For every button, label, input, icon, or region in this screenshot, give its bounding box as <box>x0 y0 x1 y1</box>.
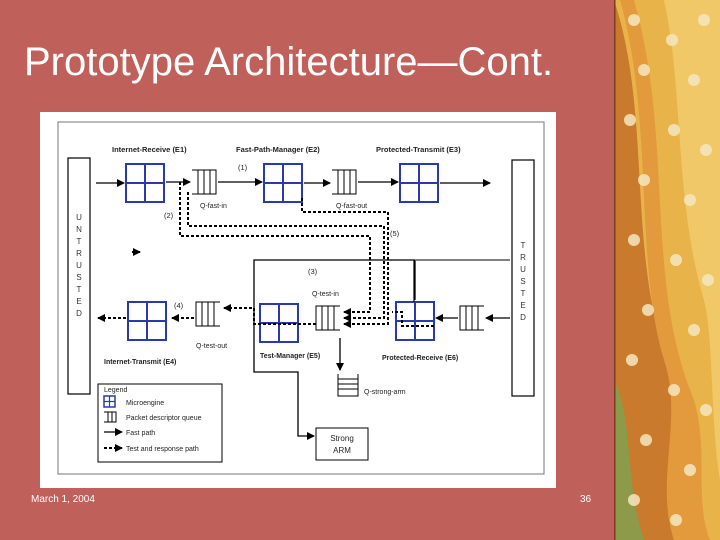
svg-text:T: T <box>77 285 82 294</box>
path-label-4: (4) <box>174 301 184 310</box>
queue-label-q-fast-in: Q-fast-in <box>200 203 227 210</box>
queue-label-q-fast-out: Q-fast-out <box>336 203 367 210</box>
svg-text:N: N <box>76 225 82 234</box>
svg-text:D: D <box>76 309 82 318</box>
engine-label-e5: Test-Manager (E5) <box>260 353 320 360</box>
legend-microengine-icon <box>103 395 116 408</box>
strong-arm-label-line2: ARM <box>333 446 351 455</box>
queue-label-q-test-out: Q-test-out <box>196 343 227 350</box>
svg-text:D: D <box>520 313 526 322</box>
svg-text:R: R <box>76 249 82 258</box>
svg-text:U: U <box>76 261 82 270</box>
svg-text:S: S <box>76 273 81 282</box>
engine-label-e6: Protected-Receive (E6) <box>382 355 458 362</box>
svg-text:R: R <box>520 253 526 262</box>
queue-q-e6-input <box>459 305 484 331</box>
queue-label-q-strong-arm: Q-strong-arm <box>364 389 406 396</box>
queue-q-test-in <box>315 305 340 331</box>
queue-q-test-out <box>195 301 220 327</box>
legend-item-fast-path: Fast path <box>126 430 155 437</box>
svg-text:T: T <box>521 241 526 250</box>
engine-label-e1: Internet-Receive (E1) <box>112 145 187 154</box>
legend: Legend Microengine Packet descriptor que… <box>97 383 223 463</box>
path-label-3: (3) <box>308 267 318 276</box>
microengine-e1 <box>125 163 165 203</box>
test-path-arrows <box>97 182 434 328</box>
queue-q-fast-out <box>332 169 357 195</box>
trusted-column <box>511 159 535 397</box>
slide-title: Prototype Architecture—Cont. <box>24 40 554 84</box>
svg-text:T: T <box>521 289 526 298</box>
engine-label-e4: Internet-Transmit (E4) <box>104 359 176 366</box>
microengine-e3 <box>399 163 439 203</box>
strong-arm-box <box>315 427 369 461</box>
microengine-e4 <box>127 301 167 341</box>
flower-pattern <box>624 14 714 526</box>
microengine-e2 <box>263 163 303 203</box>
engine-label-e3: Protected-Transmit (E3) <box>376 145 461 154</box>
legend-queue-icon <box>104 411 117 423</box>
untrusted-label: UNT RUS TED <box>76 213 82 318</box>
svg-text:E: E <box>76 297 81 306</box>
decorative-sidebar <box>614 0 720 540</box>
svg-text:T: T <box>77 237 82 246</box>
svg-text:E: E <box>520 301 525 310</box>
fast-path-arrows <box>96 178 510 440</box>
path-label-5: (5) <box>390 229 400 238</box>
queue-q-fast-in <box>192 169 217 195</box>
legend-item-test-path: Test and response path <box>126 446 199 453</box>
legend-item-microengine: Microengine <box>126 400 164 407</box>
path-label-1: (1) <box>238 163 248 172</box>
legend-item-queue: Packet descriptor queue <box>126 415 202 422</box>
path-label-2: (2) <box>164 211 174 220</box>
svg-text:S: S <box>520 277 525 286</box>
microengine-e6 <box>395 301 435 341</box>
svg-text:U: U <box>76 213 82 222</box>
legend-title: Legend <box>104 387 127 394</box>
strong-arm-label-line1: Strong <box>330 434 354 443</box>
queue-label-q-test-in: Q-test-in <box>312 291 339 298</box>
engine-label-e2: Fast-Path-Manager (E2) <box>236 145 320 154</box>
page-number: 36 <box>580 494 592 505</box>
untrusted-column <box>67 157 91 395</box>
svg-text:U: U <box>520 265 526 274</box>
footer-date: March 1, 2004 <box>31 494 95 505</box>
queue-q-strong-arm <box>337 374 359 397</box>
